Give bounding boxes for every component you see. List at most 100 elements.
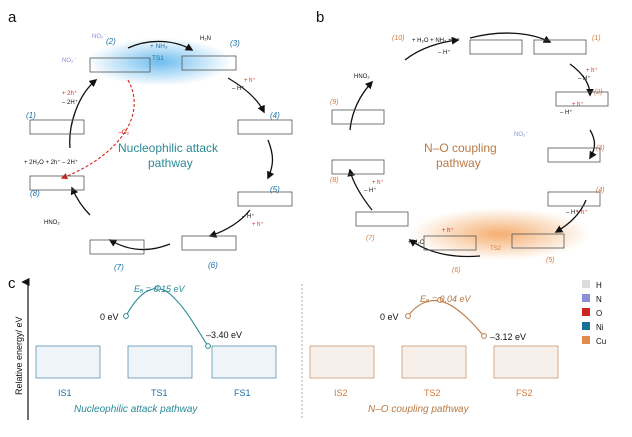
- a-minus-h-2: – H⁺: [242, 213, 255, 220]
- ni-ts-point: [155, 285, 161, 291]
- b-plus-h-4: + h⁺: [442, 227, 454, 234]
- panel-c-letter: c: [8, 275, 16, 292]
- legend-label-n: N: [596, 295, 602, 304]
- b-molecules: [331, 39, 609, 251]
- legend-swatch-cu: [582, 336, 590, 344]
- cu-energy-curve: [407, 300, 485, 337]
- a-step-3: (3): [230, 39, 240, 48]
- a-step-4: (4): [270, 111, 280, 120]
- b-plus-h-3: + h⁺: [576, 209, 588, 216]
- a-step-1: (1): [26, 111, 36, 120]
- a-pathway-title-2: pathway: [148, 156, 193, 170]
- b-plus-h-5: + h⁺: [372, 179, 384, 186]
- legend-swatch-ni: [582, 322, 590, 330]
- cu-state-fs: FS2: [516, 388, 533, 398]
- o2-release-arrow: [60, 79, 135, 180]
- a-plus-nh3: + NH₃: [150, 43, 168, 50]
- cu-slabs: [309, 345, 559, 379]
- panel-c: c Relative energy/ eV Eₐ = 0.15 eV 0 eV …: [8, 275, 606, 420]
- ni-state-ts: TS1: [151, 388, 168, 398]
- ni-fs-point: [205, 343, 211, 349]
- b-minus-h-4: – H⁺: [364, 187, 377, 194]
- b-no2m: NO₂⁻: [514, 132, 529, 138]
- b-pathway-title-1: N–O coupling: [424, 141, 497, 155]
- cu-zero-label: 0 eV: [380, 312, 399, 322]
- panel-b: b (10) (1) (2) (3) (4) (5) (6) (7) (8) (…: [316, 9, 609, 274]
- b-plus-h2o: + H₂O: [408, 240, 425, 246]
- a-step-5: (5): [270, 185, 280, 194]
- legend-swatch-o: [582, 308, 590, 316]
- b-hno2: HNO₂: [354, 74, 370, 80]
- b-step-6: (6): [452, 267, 461, 274]
- cu-pathway-caption: N–O coupling pathway: [368, 404, 470, 415]
- ni-final-label: –3.40 eV: [206, 330, 242, 340]
- legend-label-h: H: [596, 281, 602, 290]
- b-ts2: TS2: [490, 246, 502, 252]
- b-step-4: (4): [596, 187, 605, 194]
- b-step-10: (10): [392, 35, 404, 42]
- a-minus-h-1: – H⁺: [232, 85, 245, 92]
- a-pathway-title-1: Nucleophilic attack: [118, 141, 219, 155]
- b-step-1: (1): [592, 35, 601, 42]
- b-minus-h-2: – H⁺: [560, 109, 573, 116]
- cu-ea-label: Eₐ = 0.04 eV: [420, 294, 472, 304]
- cu-state-is: IS2: [334, 388, 348, 398]
- cycle-b-arrows: [347, 32, 597, 258]
- b-step-2: (2): [594, 89, 603, 96]
- a-plus-h-2: + h⁺: [252, 221, 264, 228]
- legend-label-cu: Cu: [596, 337, 606, 346]
- energy-axis-label: Relative energy/ eV: [14, 316, 24, 395]
- a-minus-o2: –O₂: [118, 129, 130, 136]
- a-hno2: HNO₂: [44, 220, 60, 226]
- a-minus-2h: – 2H⁺: [62, 99, 78, 106]
- a-plus-h-1: + h⁺: [244, 77, 256, 84]
- atom-legend: H N O Ni Cu: [582, 280, 606, 346]
- b-minus-h-top: – H⁺: [438, 49, 451, 56]
- ts2-glow: [410, 208, 590, 260]
- b-plus-h-2: + h⁺: [572, 101, 584, 108]
- b-top-reagent: + H₂O + NH₃ + h⁺: [412, 37, 460, 44]
- b-step-9: (9): [330, 99, 339, 106]
- ni-is-point: [123, 313, 129, 319]
- a-ts1: TS1: [152, 55, 164, 62]
- a-step-8: (8): [30, 189, 40, 198]
- cu-is-point: [405, 313, 411, 319]
- b-step-7: (7): [366, 235, 375, 242]
- a-step-6: (6): [208, 261, 218, 270]
- ni-zero-label: 0 eV: [100, 312, 119, 322]
- legend-swatch-h: [582, 280, 590, 288]
- ni-slabs: [35, 345, 277, 379]
- cu-state-ts: TS2: [424, 388, 441, 398]
- b-pathway-title-2: pathway: [436, 156, 481, 170]
- b-minus-h-1: – H⁺: [578, 75, 591, 82]
- a-reagent-left: + 2H₂O + 2h⁺ – 2H⁺: [24, 159, 78, 166]
- a-no2m-top: NO₂⁻: [92, 34, 107, 40]
- ni-state-is: IS1: [58, 388, 72, 398]
- b-step-8: (8): [330, 177, 339, 184]
- legend-swatch-n: [582, 294, 590, 302]
- cu-final-label: –3.12 eV: [490, 332, 526, 342]
- panel-a: a (2) (3) (4) (5) (6) (7) (8) (1) + NH₃ …: [8, 9, 293, 272]
- cu-fs-point: [481, 333, 487, 339]
- panel-b-letter: b: [316, 9, 324, 26]
- b-minus-h-3: – H⁺: [566, 209, 579, 216]
- a-molecules: [29, 55, 293, 255]
- a-h2n: H₂N: [200, 36, 211, 42]
- ni-energy-curve: [125, 288, 209, 347]
- cycle-a-arrows: [69, 40, 275, 251]
- legend-label-ni: Ni: [596, 323, 604, 332]
- cu-ts-point: [437, 297, 443, 303]
- legend-label-o: O: [596, 309, 602, 318]
- ni-state-fs: FS1: [234, 388, 251, 398]
- panel-a-letter: a: [8, 9, 17, 26]
- a-plus-2h: + 2h⁺: [62, 90, 77, 97]
- b-step-5: (5): [546, 257, 555, 264]
- ni-pathway-caption: Nucleophilic attack pathway: [74, 404, 198, 415]
- a-no2m-left: NO₂⁻: [62, 58, 77, 64]
- a-step-2: (2): [106, 37, 116, 46]
- ts1-glow: [88, 38, 232, 86]
- ni-ea-label: Eₐ = 0.15 eV: [134, 284, 186, 294]
- a-step-7: (7): [114, 263, 124, 272]
